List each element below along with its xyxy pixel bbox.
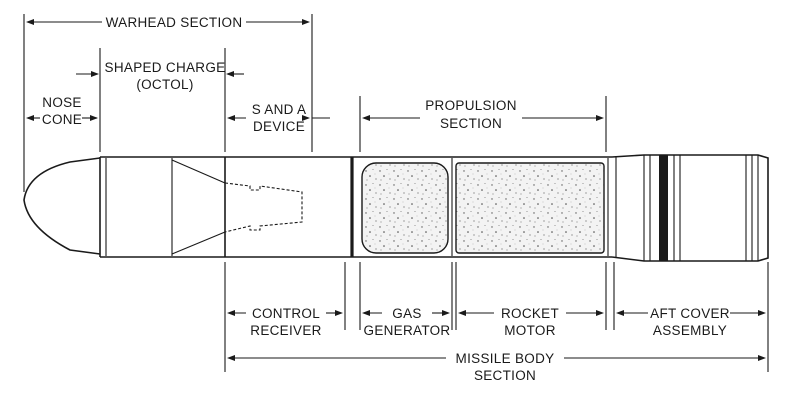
- nose-arrow-right: [90, 115, 98, 121]
- missile-body-label-line2: SECTION: [474, 368, 536, 383]
- nose-cone-label-line1: NOSE: [42, 95, 81, 110]
- ac-arrow-left: [616, 310, 624, 316]
- prop-arrow-right: [596, 115, 604, 121]
- gas-generator-label-line2: GENERATOR: [364, 323, 451, 338]
- warhead-arrow-right: [302, 19, 310, 25]
- control-receiver-label-line1: CONTROL: [252, 306, 320, 321]
- warhead-arrow-left: [26, 19, 34, 25]
- s-and-a-label-line1: S AND A: [252, 102, 307, 117]
- charge-arrow-right: [226, 71, 234, 77]
- rocket-motor-label-line1: ROCKET: [501, 306, 559, 321]
- propulsion-label-line1: PROPULSION: [425, 98, 517, 113]
- nose-arrow-left: [26, 115, 34, 121]
- rocket-motor-label-line2: MOTOR: [504, 323, 556, 338]
- gg-arrow-right: [442, 310, 450, 316]
- gas-generator-label-line1: GAS: [392, 306, 421, 321]
- cr-arrow-left: [227, 310, 235, 316]
- rocket-motor-grain: [455, 162, 605, 254]
- mb-arrow-left: [227, 355, 235, 361]
- missile-body: [23, 154, 769, 262]
- aft-cover-label-line2: ASSEMBLY: [653, 323, 727, 338]
- mb-arrow-right: [758, 355, 766, 361]
- aft-cover-label-line1: AFT COVER: [650, 306, 730, 321]
- labels: WARHEAD SECTION SHAPED CHARGE (OCTOL) NO…: [42, 15, 730, 383]
- sa-arrow-right: [302, 115, 310, 121]
- s-and-a-label-line2: DEVICE: [253, 119, 305, 134]
- cr-arrow-right: [335, 310, 343, 316]
- shaped-charge-label-line1: SHAPED CHARGE: [105, 60, 226, 75]
- top-dimensions: [23, 14, 607, 192]
- nose-cone-label-line2: CONE: [42, 112, 82, 127]
- aft-cover-outline: [611, 154, 769, 262]
- control-receiver-label-line2: RECEIVER: [250, 323, 321, 338]
- warhead-section-label: WARHEAD SECTION: [106, 15, 243, 30]
- nose-cone-shape: [23, 157, 101, 255]
- ac-arrow-right: [758, 310, 766, 316]
- aft-band: [659, 155, 668, 261]
- s-and-a-device: [224, 182, 303, 233]
- shaped-charge-label-line2: (OCTOL): [136, 77, 193, 92]
- charge-arrow-left: [91, 71, 99, 77]
- shaped-charge-liner: [171, 159, 226, 255]
- missile-body-label-line1: MISSILE BODY: [456, 351, 555, 366]
- rm-arrow-right: [596, 310, 604, 316]
- sa-arrow-left: [227, 115, 235, 121]
- rm-arrow-left: [458, 310, 466, 316]
- prop-arrow-left: [362, 115, 370, 121]
- propulsion-label-line2: SECTION: [440, 116, 502, 131]
- bottom-dimensions: [224, 262, 769, 372]
- gas-generator-grain: [361, 162, 449, 254]
- gg-arrow-left: [362, 310, 370, 316]
